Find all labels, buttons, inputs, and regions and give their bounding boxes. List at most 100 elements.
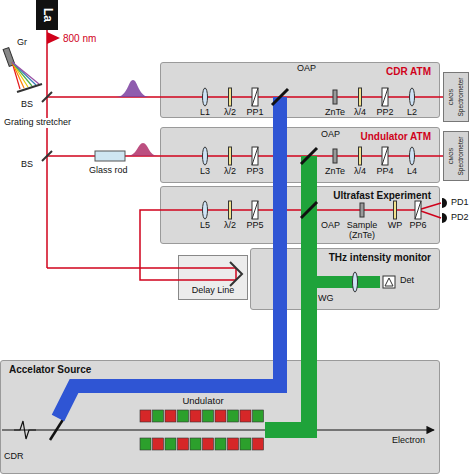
magnet [178, 438, 189, 450]
part-label: 800 nm [62, 33, 97, 44]
crystal [360, 203, 364, 217]
laser-beam [140, 210, 178, 280]
part-label: Det [400, 276, 414, 286]
panel: Ultrafast Experiment [160, 186, 440, 244]
magnet [140, 438, 151, 450]
glass-rod [95, 151, 125, 161]
laser-pulse [127, 143, 158, 156]
part-label: Undulator [182, 396, 223, 406]
part-label: OAP [297, 64, 316, 74]
magnet [178, 410, 189, 422]
polarizer [252, 88, 258, 106]
delay-line-label: Delay Line [192, 286, 235, 296]
beam-splitter [42, 92, 52, 102]
magnet [215, 438, 226, 450]
grating-fan [12, 62, 39, 89]
part-label: Grating stretcher [3, 118, 72, 128]
part-label: WG [318, 294, 334, 304]
part-label: Gr [16, 38, 28, 48]
polarizer [382, 88, 388, 106]
part-label: λ/4 [354, 108, 366, 118]
polarizer [252, 201, 258, 219]
laser-box: La [36, 0, 58, 30]
part-label: PP5 [246, 221, 263, 231]
magnet [240, 410, 251, 422]
magnet [253, 410, 264, 422]
magnet [190, 410, 201, 422]
panel-title: Undulator ATM [360, 131, 431, 142]
spectrometer-box: CMOSSpectrometer [443, 131, 469, 181]
part-label: L1 [200, 108, 210, 118]
part-label: ZnTe [325, 108, 345, 118]
part-label: WP [388, 221, 403, 231]
undulator-magnets [140, 410, 264, 450]
laser-label: La [40, 8, 53, 22]
magnet [215, 410, 226, 422]
part-label: PD1 [450, 198, 470, 208]
part-label: λ/4 [354, 167, 366, 177]
parabolic-mirror [301, 202, 317, 218]
waveplate [229, 147, 232, 165]
polarizer-diagonal [415, 201, 421, 219]
magnet [253, 438, 264, 450]
photodiode [442, 213, 447, 223]
beam-splitter [42, 151, 52, 161]
polarizer-diagonal [252, 147, 258, 165]
waveplate [359, 147, 362, 165]
polarizer-diagonal [382, 147, 388, 165]
lens [203, 201, 208, 219]
detector-symbol [385, 278, 393, 286]
magnet [153, 410, 164, 422]
lens [203, 88, 208, 106]
magnet [203, 438, 214, 450]
part-label: λ/2 [224, 221, 236, 231]
panel-title: CDR ATM [386, 66, 431, 77]
electron-beamline [2, 429, 434, 430]
magnet [165, 410, 176, 422]
polarizer [252, 147, 258, 165]
spectrometer-label: Spectrometer [457, 136, 464, 175]
magnet [190, 438, 201, 450]
part-label: PD2 [450, 213, 470, 223]
waveplate [229, 201, 232, 219]
part-label: PP6 [409, 221, 426, 231]
part-label: PP4 [376, 167, 393, 177]
parabolic-mirror [272, 89, 288, 105]
detector [383, 276, 395, 288]
part-label: L2 [407, 108, 417, 118]
panel-title: THz intensity monitor [329, 252, 431, 263]
panel-title: Accelator Source [9, 364, 91, 375]
part-label: PP2 [376, 108, 393, 118]
part-label: Sample (ZnTe) [342, 221, 382, 241]
part-label: PP3 [246, 167, 263, 177]
retroreflector [230, 262, 242, 286]
part-label: ZnTe [325, 167, 345, 177]
cdr-thz-beam [58, 97, 280, 418]
part-label: L3 [200, 167, 210, 177]
undulator-thz-beam [265, 210, 309, 430]
spectrometer-box: CMOSSpectrometer [443, 72, 469, 122]
polarizer [415, 201, 421, 219]
waveplate [394, 201, 397, 219]
lens [410, 147, 415, 165]
part-label: BS [20, 100, 34, 110]
parabolic-mirror [301, 148, 317, 164]
crystal [333, 90, 337, 104]
magnet [228, 438, 239, 450]
camera-label: CMOS [448, 148, 454, 165]
magnet [240, 438, 251, 450]
part-label: Glass rod [88, 166, 129, 176]
photodiode [442, 198, 447, 208]
polarizer-diagonal [382, 88, 388, 106]
laser-pulse [116, 80, 150, 97]
pulse-flag [47, 32, 60, 44]
magnet [228, 410, 239, 422]
polarizer [382, 147, 388, 165]
laser-beam [47, 30, 443, 280]
part-label: L4 [407, 167, 417, 177]
waveplate [359, 88, 362, 106]
part-label: PP1 [246, 108, 263, 118]
lens [410, 88, 415, 106]
undulator-thz-beam [265, 282, 380, 430]
lens [203, 147, 208, 165]
